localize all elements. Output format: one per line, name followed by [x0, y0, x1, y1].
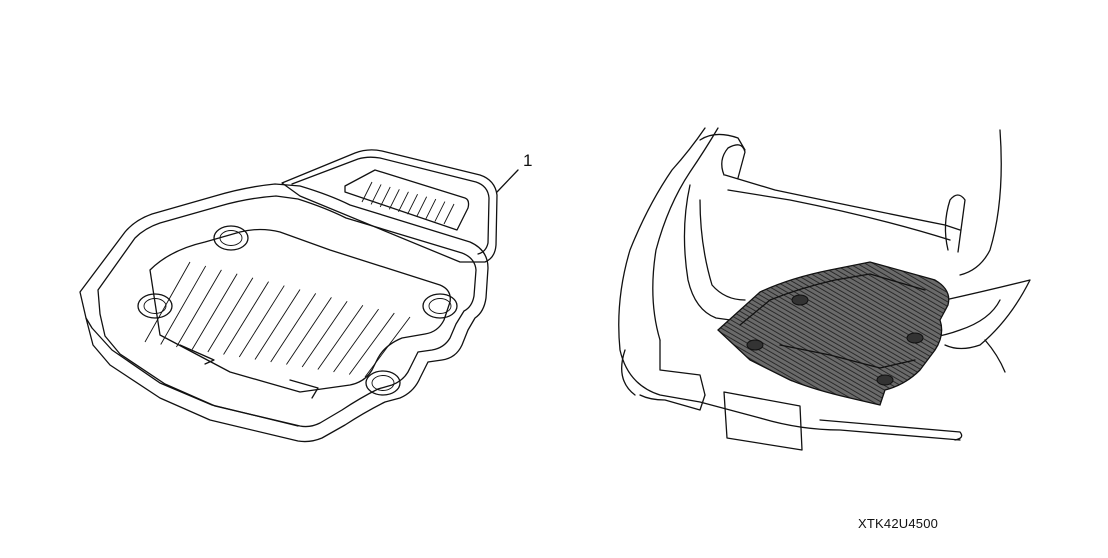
tray-rib [144, 261, 191, 343]
tray-rear-section [281, 149, 498, 263]
tray-rear-rib [388, 189, 400, 210]
tray-center-well [149, 228, 451, 393]
trunk-lid-left-edge [699, 133, 746, 151]
trunk-lid-top [724, 174, 961, 231]
tray-rear-rib [361, 181, 373, 203]
trunk-side-wall [699, 199, 746, 301]
tray-anchor-left [137, 293, 173, 319]
tray-rib [333, 308, 379, 373]
tray-anchor-front [365, 370, 401, 396]
tray-rib [238, 285, 285, 358]
callout-number: 1 [523, 151, 533, 170]
tray-rib [364, 316, 411, 378]
tray-rear-rib [379, 186, 391, 208]
tray-anchor-right [422, 293, 458, 319]
installed-tray-anchors [746, 294, 924, 386]
tray-rear-recess [344, 169, 470, 231]
tray-floor-divider-right [289, 379, 319, 399]
tray-floor-divider-left [179, 344, 215, 365]
car-rear-body [618, 127, 961, 441]
tray-rib [301, 301, 348, 368]
tray-rear-rib [443, 203, 455, 225]
tray-main-ribs [144, 261, 411, 378]
tray-inner-rim [97, 195, 477, 428]
trunk-hinge-right [944, 194, 966, 253]
tray-rear-ribs [361, 181, 455, 225]
vehicle-trunk-illustration [618, 127, 1031, 451]
trunk-lid-lower [727, 189, 951, 241]
car-rear-body-inner [652, 127, 719, 341]
callout-leader-line [496, 169, 519, 193]
tray-bottom-edge [85, 317, 299, 427]
tray-rear-rib [425, 198, 437, 220]
tray-outer-rim [79, 183, 489, 443]
tray-rear-rib [398, 191, 409, 212]
rear-bumper [639, 394, 963, 441]
rear-bumper-lower [621, 339, 706, 396]
installed-tray-rim [739, 273, 926, 369]
tray-rear-rib [407, 194, 418, 215]
tray-rib [317, 304, 364, 370]
tray-rib [160, 265, 207, 345]
figure-code: XTK42U4500 [858, 516, 939, 531]
tray-rib [207, 277, 254, 353]
tray-rib [223, 281, 269, 355]
tray-rib [176, 269, 222, 348]
tray-rib [348, 312, 395, 375]
tray-rear-rib [434, 201, 446, 222]
license-plate-area [723, 391, 803, 451]
car-right-fender-edge [984, 339, 1006, 373]
tray-anchor-top-left [213, 225, 249, 251]
tray-rear-inner-lip [291, 156, 490, 255]
tray-rear-rib [370, 184, 382, 205]
tray-rear-rib [416, 196, 428, 217]
tray-rib [254, 289, 301, 360]
tray-rib [286, 297, 332, 365]
trunk-tray-illustration [79, 149, 519, 443]
trunk-hinge-left [721, 144, 746, 179]
car-right-fender [944, 129, 1031, 350]
tray-rib [270, 293, 317, 363]
tray-rib [191, 273, 238, 350]
